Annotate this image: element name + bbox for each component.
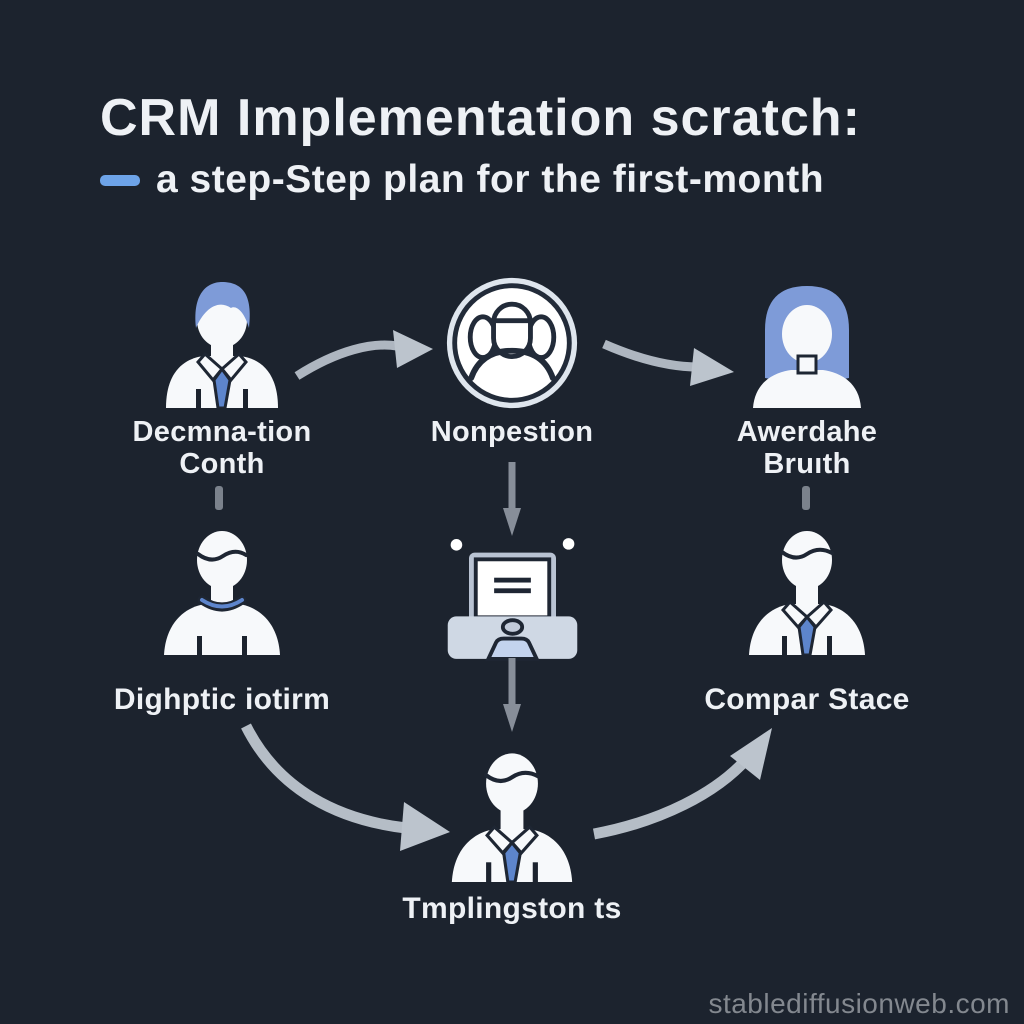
node-label-mid-left: Dighptic iotirm	[113, 683, 331, 716]
curved-arrow-right-icon	[294, 330, 433, 380]
page-subtitle: a step-Step plan for the first-month	[156, 158, 825, 201]
down-arrow-icon	[503, 462, 521, 536]
printer-icon	[447, 538, 578, 661]
person-tie-icon	[749, 531, 865, 655]
node-label-top-right-line1: Awerdahe	[736, 416, 878, 448]
node-label-mid-right: Compar Stace	[704, 683, 910, 716]
node-label-top-left-line1: Decmna-tion	[132, 416, 312, 448]
node-label-top-left-line2: Conth	[179, 448, 265, 480]
page-title: CRM Implementation scratch:	[100, 89, 861, 147]
node-label-top-center: Nonpestion	[430, 416, 594, 448]
person-tie-icon	[451, 753, 573, 882]
team-circle-icon	[446, 277, 578, 409]
curved-arrow-down-right-icon	[241, 723, 450, 851]
page-subtitle-row: a step-Step plan for the first-month	[100, 158, 824, 202]
node-label-top-right: Awerdahe Bruıth	[677, 416, 937, 480]
curved-arrow-up-right-icon	[592, 728, 772, 840]
person-blue-bob-icon	[753, 286, 861, 408]
watermark: stablediffusionweb.com	[708, 988, 1010, 1019]
node-label-bottom-center: Tmplingston ts	[402, 892, 622, 925]
subtitle-dash-icon	[100, 174, 140, 186]
curved-arrow-down-right-icon	[602, 339, 734, 386]
node-label-top-left: Decmna-tion Conth	[92, 416, 352, 480]
down-arrow-icon	[503, 658, 521, 732]
connector-dash	[215, 486, 223, 510]
person-necklace-icon	[164, 531, 280, 655]
connector-dash	[802, 486, 810, 510]
node-label-top-right-line2: Bruıth	[763, 448, 851, 480]
person-blue-hair-tie-icon	[166, 282, 278, 408]
